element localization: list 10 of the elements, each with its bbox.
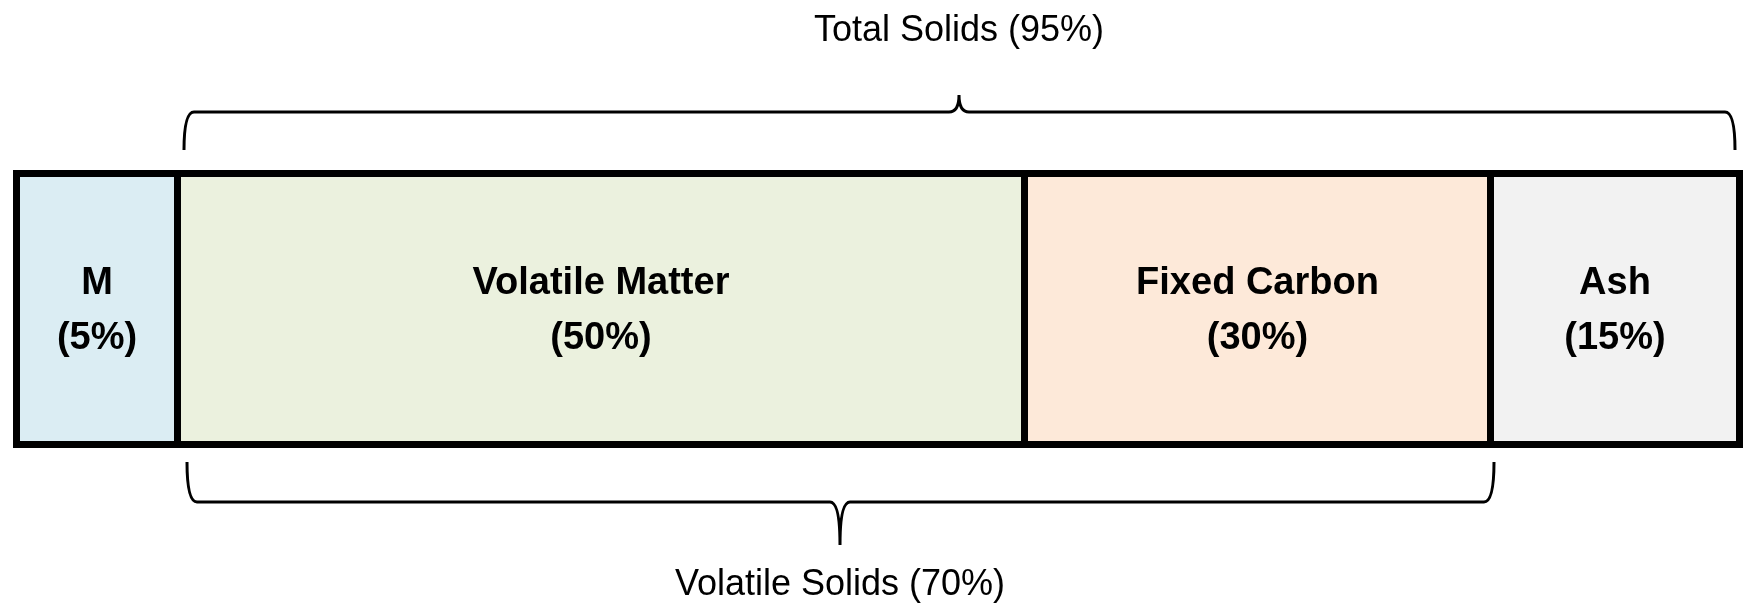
bracket-label: Volatile Solids (70%) <box>674 562 1006 604</box>
bar-segment <box>1494 170 1743 448</box>
segment-label: Volatile Matter (50%) <box>471 258 731 359</box>
bar-segment <box>1028 170 1494 448</box>
segment-label: M (5%) <box>55 258 139 359</box>
bracket-label: Total Solids (95%) <box>813 8 1105 50</box>
bar-segment <box>13 170 181 448</box>
segment-label: Ash (15%) <box>1563 258 1667 359</box>
bar-segment <box>181 170 1028 448</box>
segment-label: Fixed Carbon (30%) <box>1135 258 1380 359</box>
